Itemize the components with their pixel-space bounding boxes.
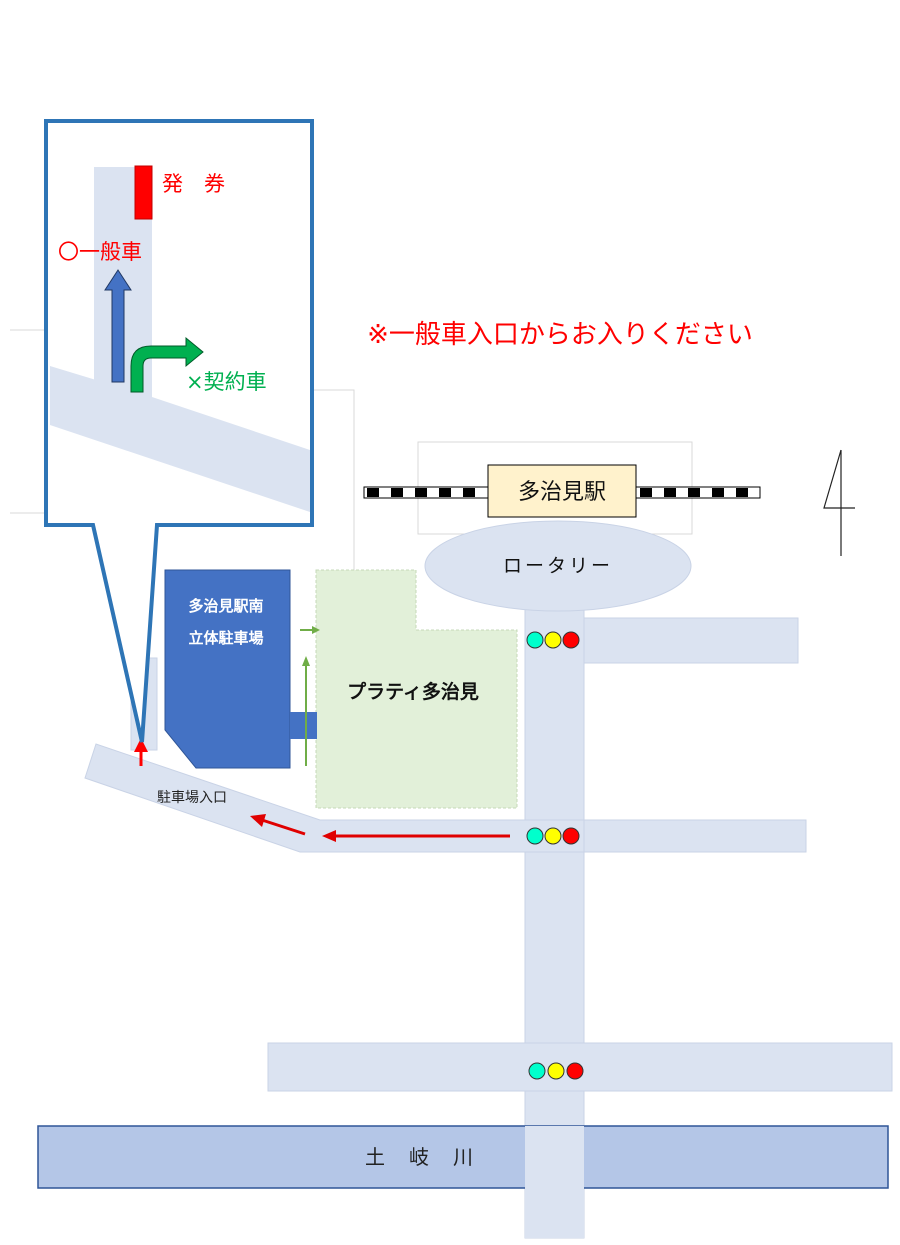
rotary-label: ロータリー xyxy=(503,555,613,577)
mall-building: プラティ多治見 xyxy=(315,569,518,809)
entrance-arrow xyxy=(134,738,148,766)
signal-yellow-lamp xyxy=(544,827,562,845)
signal-red-lamp xyxy=(562,631,580,649)
traffic-signal-3 xyxy=(528,1062,584,1080)
signal-yellow-lamp xyxy=(547,1062,565,1080)
general-car-label: 〇一般車 xyxy=(58,240,142,264)
traffic-signal-1 xyxy=(526,631,580,649)
signal-green-lamp xyxy=(528,1062,546,1080)
signal-green-lamp xyxy=(526,631,544,649)
railway xyxy=(363,486,761,499)
traffic-signal-2 xyxy=(526,827,580,845)
station-label: 多治見駅 xyxy=(518,480,606,505)
mall-label: プラティ多治見 xyxy=(347,680,479,703)
rotary-shape xyxy=(424,520,692,612)
notice-text: ※一般車入口からお入りください xyxy=(367,320,753,350)
signal-red-lamp xyxy=(566,1062,584,1080)
general-car-arrow-icon xyxy=(104,269,132,383)
ticket-machine-icon xyxy=(134,165,153,220)
contract-car-arrow-icon xyxy=(130,336,204,393)
contract-car-label: ×契約車 xyxy=(186,370,267,394)
signal-green-lamp xyxy=(526,827,544,845)
parking-connector xyxy=(290,712,317,739)
parking-label-line2: 立体駐車場 xyxy=(188,629,263,647)
ticket-label: 発 券 xyxy=(162,172,225,196)
station-building: 多治見駅 xyxy=(487,464,637,518)
river-label: 土 岐 川 xyxy=(365,1145,475,1169)
signal-red-lamp xyxy=(562,827,580,845)
route-arrows xyxy=(250,814,510,842)
contract-route-arrows xyxy=(300,626,320,766)
road-middle-west xyxy=(84,743,585,853)
road-middle-east xyxy=(583,819,807,853)
entrance-label: 駐車場入口 xyxy=(157,789,227,806)
parking-label-line1: 多治見駅南 xyxy=(188,597,263,615)
parking-building: 多治見駅南 立体駐車場 xyxy=(164,569,317,769)
north-arrow-icon xyxy=(823,449,855,556)
signal-yellow-lamp xyxy=(544,631,562,649)
callout-box: 発 券 〇一般車 ×契約車 xyxy=(44,119,314,743)
road-upper-east xyxy=(583,617,799,664)
river: 土 岐 川 xyxy=(37,1125,889,1238)
